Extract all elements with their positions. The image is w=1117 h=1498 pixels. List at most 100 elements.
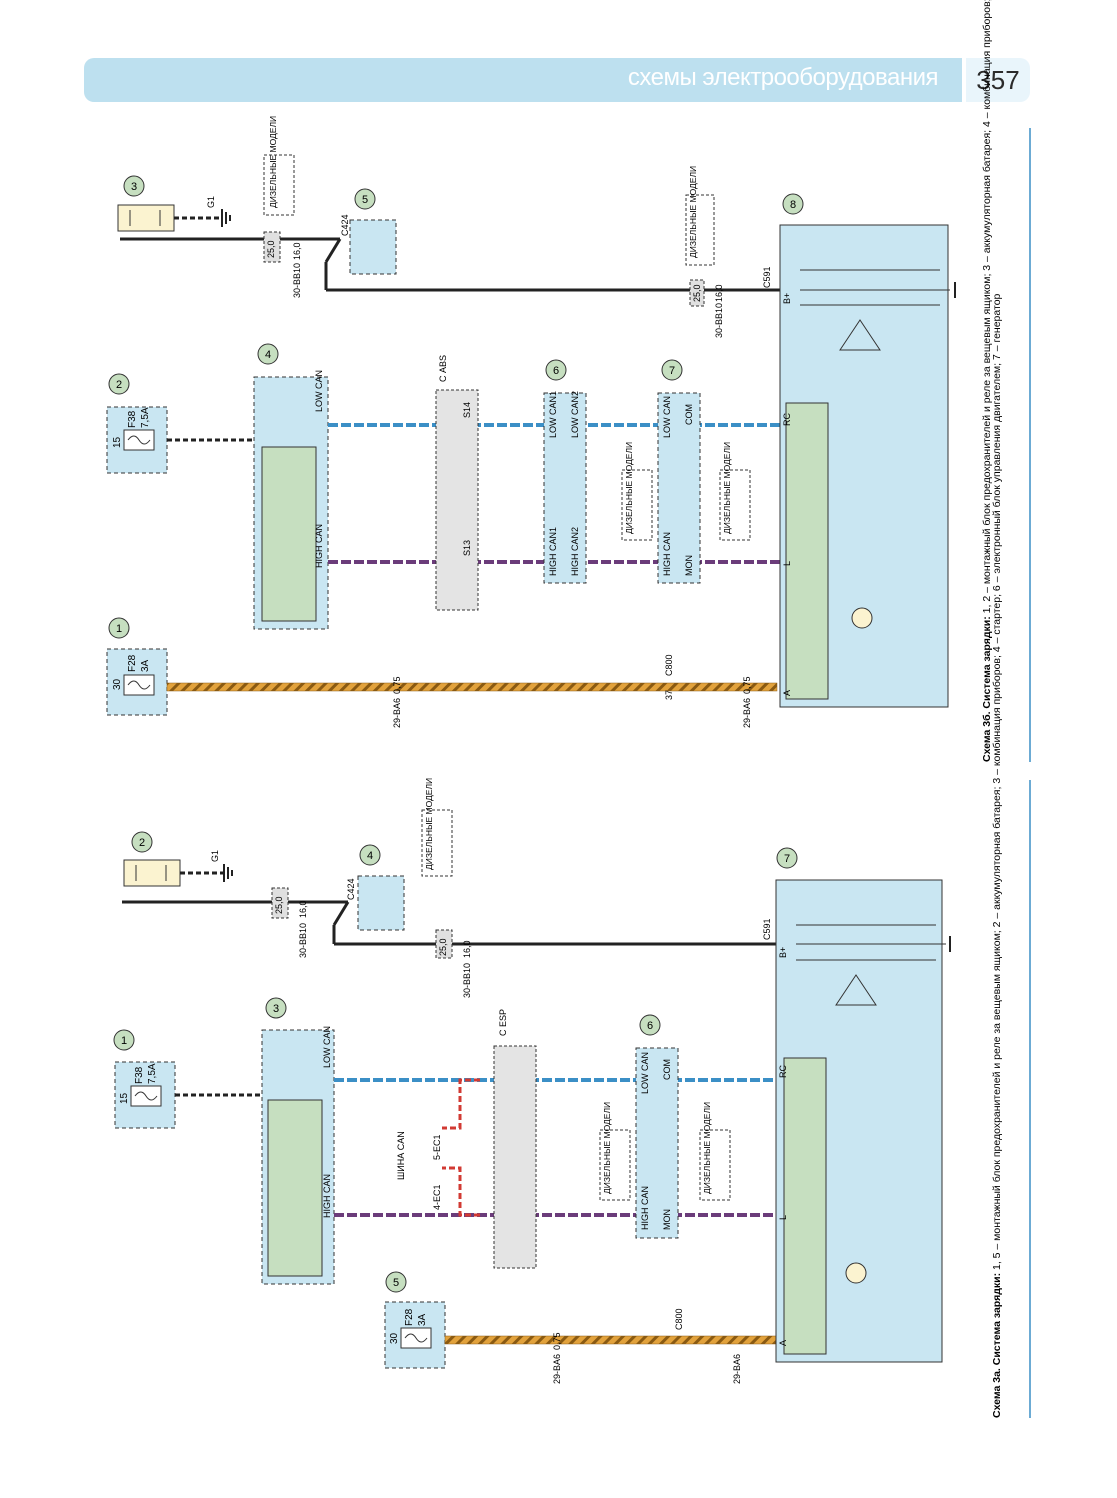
label-25: 25,0 [266,240,276,258]
label-37: 37 [664,690,674,700]
label-4-ec1: 4-EC1 [432,1184,442,1210]
label-pin-bplus: B+ [778,947,788,958]
label-high-can: HIGH CAN [314,524,324,568]
label-16: 16,0 [298,900,308,918]
callout-4: 4 [367,850,373,862]
label-high-can1: HIGH CAN1 [548,527,558,576]
label-diesel: ДИЗЕЛЬНЫЕ МОДЕЛИ [722,442,732,534]
scheme-a: Схема 3а. Система зарядки: 1, 5 – монтаж… [113,293,1031,1418]
label-29-ba6: 29-BA6 [742,698,752,728]
callout-4: 4 [265,349,271,361]
label-25: 25,0 [438,938,448,956]
label-bus-can: ШИНА CAN [396,1131,406,1180]
label-29-ba6: 29-BA6 [552,1354,562,1384]
page-header: схемы электрооборудования [84,58,962,102]
battery-icon [123,859,181,887]
scheme-a-caption: Схема 3а. Система зарядки: 1, 5 – монтаж… [991,293,1003,1418]
label-low-can: LOW CAN [662,396,672,438]
battery-icon [117,204,175,232]
label-30-bb10: 30-BB10 [462,963,472,998]
label-g1: G1 [210,850,220,862]
callout-6: 6 [553,365,559,377]
label-high-can: HIGH CAN [640,1186,650,1230]
label-diesel: ДИЗЕЛЬНЫЕ МОДЕЛИ [268,116,278,208]
label-pin-15: 15 [119,1092,130,1104]
callout-8: 8 [790,199,796,211]
label-pin-15: 15 [112,436,123,448]
label-16: 16,0 [462,940,472,958]
callout-6: 6 [647,1020,653,1032]
label-pin-l: L [778,1215,788,1220]
label-low-can: LOW CAN [640,1052,650,1094]
label-pin-a: A [782,690,792,696]
label-diesel: ДИЗЕЛЬНЫЕ МОДЕЛИ [702,1102,712,1194]
label-25: 25,0 [274,896,284,914]
label-com: COM [684,404,694,425]
block-6-ecu [635,1047,679,1239]
scheme-b-caption: Схема 3б. Система зарядки: 1, 2 – монтаж… [981,0,993,762]
label-diesel: ДИЗЕЛЬНЫЕ МОДЕЛИ [424,778,434,870]
block-5-starter [349,219,397,275]
label-30-bb10: 30-BB10 [292,263,302,298]
label-3a: 3A [417,1313,428,1326]
callout-3: 3 [131,181,137,193]
label-c591: C591 [762,918,772,940]
label-30-bb10: 30-BB10 [714,303,724,338]
label-com: COM [662,1059,672,1080]
label-c800: C800 [664,654,674,676]
label-0-75: 0,75 [552,1332,562,1350]
label-pin-bplus: B+ [782,293,792,304]
label-f38: F38 [127,410,138,428]
label-s14: S14 [462,402,472,418]
page-number: 357 [966,58,1030,102]
label-0-75: 0,75 [392,676,402,694]
block-5-fuse-f28 [384,1301,446,1369]
callout-2: 2 [116,379,122,391]
label-7-5a: 7,5A [140,407,151,428]
callout-7: 7 [784,853,790,865]
label-5-ec1: 5-EC1 [432,1134,442,1160]
label-pin-l: L [782,561,792,566]
label-pin-a: A [778,1340,788,1346]
label-low-can2: LOW CAN2 [570,391,580,438]
label-diesel: ДИЗЕЛЬНЫЕ МОДЕЛИ [602,1102,612,1194]
label-with-abs: С ABS [438,355,448,382]
block-7-ecu [657,392,701,584]
callout-5: 5 [362,194,368,206]
callout-1: 1 [116,623,122,635]
label-diesel: ДИЗЕЛЬНЫЕ МОДЕЛИ [688,166,698,258]
label-low-can1: LOW CAN1 [548,391,558,438]
label-pin-30: 30 [112,678,123,690]
label-16: 16,0 [292,242,302,260]
callout-2: 2 [139,837,145,849]
label-low-can: LOW CAN [322,1026,332,1068]
callout-1: 1 [121,1035,127,1047]
scheme-b: Схема 3б. Система зарядки: 1, 2 – монтаж… [106,0,1031,762]
label-30-bb10: 30-BB10 [298,923,308,958]
label-c800: C800 [674,1308,684,1330]
label-s13: S13 [462,540,472,556]
block-4-starter [357,875,405,931]
callout-7: 7 [669,365,675,377]
label-f28: F28 [127,654,138,672]
label-25: 25,0 [692,284,702,302]
label-16: 16,0 [714,284,724,302]
label-low-can: LOW CAN [314,370,324,412]
label-29-ba6: 29-BA6 [392,698,402,728]
label-pin-30: 30 [389,1332,400,1344]
label-29-ba6: 29-BA6 [732,1354,742,1384]
label-g1: G1 [206,196,216,208]
label-f28: F28 [404,1308,415,1326]
label-c591: C591 [762,266,772,288]
label-with-esp: С ESP [498,1009,508,1036]
header-title: схемы электрооборудования [627,64,939,91]
label-pin-rc: RC [782,413,792,426]
label-high-can: HIGH CAN [322,1174,332,1218]
callout-3: 3 [273,1003,279,1015]
label-diesel: ДИЗЕЛЬНЫЕ МОДЕЛИ [624,442,634,534]
label-0-75: 0,75 [742,676,752,694]
label-mon: MON [684,555,694,576]
label-3a: 3A [140,659,151,672]
block-6-tcu [543,392,587,584]
